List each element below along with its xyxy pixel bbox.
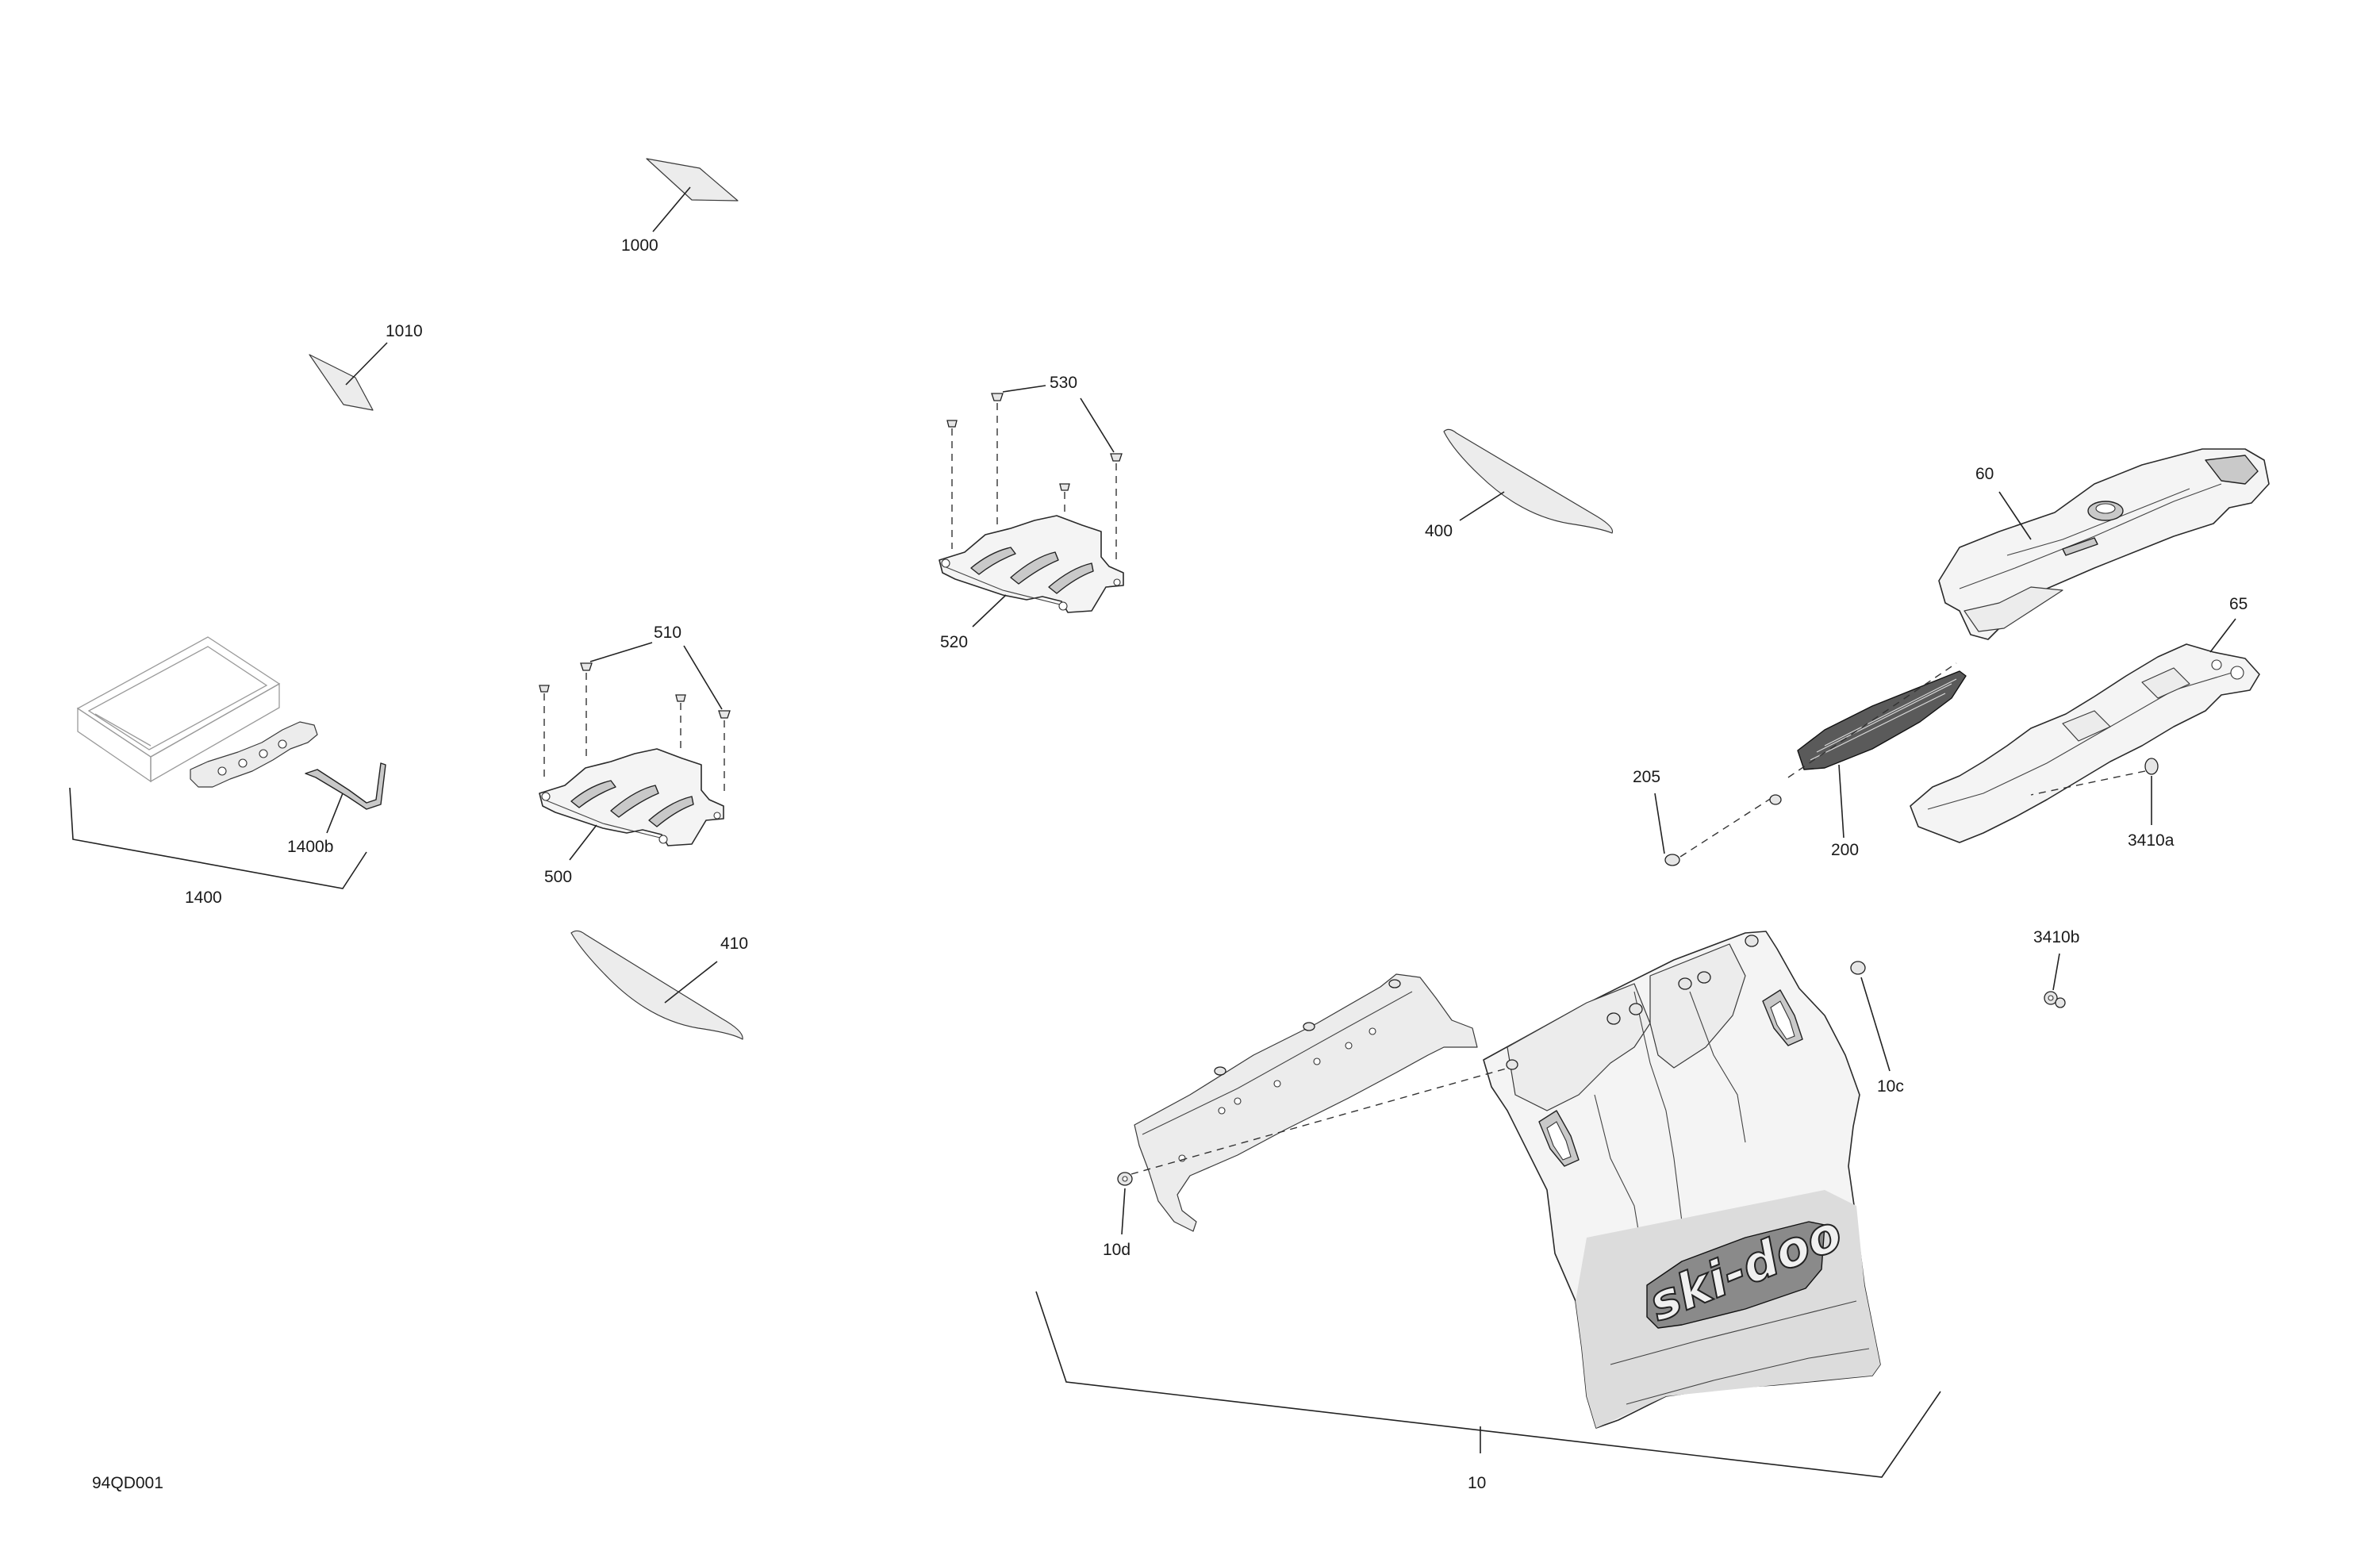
part-205-screw xyxy=(1654,793,1782,866)
screw-510-d xyxy=(718,710,731,719)
screw-510-c xyxy=(675,694,686,702)
callout-65: 65 xyxy=(2229,595,2248,613)
part-400-trim-strip xyxy=(1443,428,1614,534)
part-60-upper-cover xyxy=(1938,448,2270,640)
part-10-rear-flap-assembly: ski-doo xyxy=(1035,931,1941,1478)
callout-10c: 10c xyxy=(1877,1077,1904,1096)
callout-10: 10 xyxy=(1468,1474,1486,1492)
callout-400: 400 xyxy=(1425,522,1453,540)
screw-530-b xyxy=(991,393,1004,401)
callout-3410b: 3410b xyxy=(2033,928,2079,946)
part-500-heat-shield-plate xyxy=(539,642,731,861)
screw-530-d xyxy=(1110,453,1123,462)
callout-1010: 1010 xyxy=(386,322,423,340)
part-410-trim-strip xyxy=(570,930,743,1040)
part-1400-tool-kit xyxy=(69,636,386,889)
callout-10d: 10d xyxy=(1103,1241,1130,1259)
callout-205: 205 xyxy=(1633,768,1660,786)
callout-410: 410 xyxy=(720,935,748,953)
callout-520: 520 xyxy=(940,633,968,651)
callout-200: 200 xyxy=(1831,841,1859,859)
part-1000-decal xyxy=(646,158,739,232)
part-3410b-fastener xyxy=(2044,953,2066,1008)
part-1010-decal xyxy=(309,342,388,411)
callout-530: 530 xyxy=(1050,374,1077,392)
callout-1400b: 1400b xyxy=(287,838,333,856)
callout-1400: 1400 xyxy=(185,889,222,907)
part-200-vent-grille xyxy=(1787,662,1967,839)
screw-510-b xyxy=(580,662,593,671)
part-3410a-fastener xyxy=(2030,758,2159,825)
screw-530-a xyxy=(946,420,958,428)
callout-1000: 1000 xyxy=(621,236,658,255)
callout-510: 510 xyxy=(654,624,681,642)
part-520-heat-shield-plate xyxy=(939,385,1124,628)
screw-510-a xyxy=(539,685,550,693)
callout-500: 500 xyxy=(544,868,572,886)
diagram-reference-code: 94QD001 xyxy=(92,1474,163,1492)
callout-3410a: 3410a xyxy=(2128,831,2175,850)
screw-530-c xyxy=(1059,483,1070,491)
callout-60: 60 xyxy=(1975,465,1994,483)
part-65-lower-cover xyxy=(1910,618,2260,843)
